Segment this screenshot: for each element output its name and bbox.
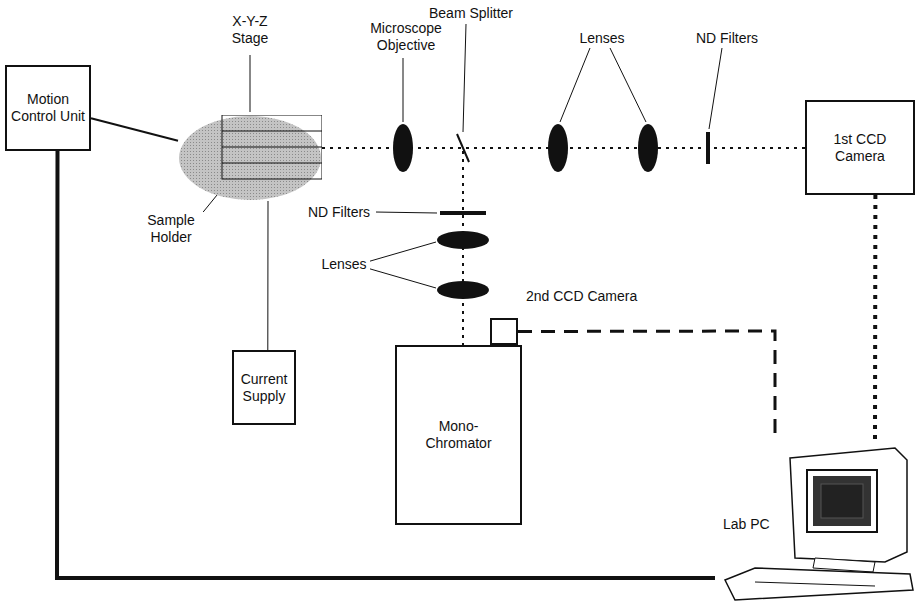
connector: [518, 331, 775, 440]
node-label: Lab PC: [723, 516, 770, 533]
connector: [322, 148, 463, 345]
part-label: ND Filters: [690, 30, 764, 47]
part-label: Microscope Objective: [362, 20, 450, 54]
holder-slot: [222, 147, 322, 148]
leader-line: [709, 48, 722, 129]
stage-ellipse: X-Y-Z Stage: [178, 115, 322, 201]
screen-frame: [807, 470, 877, 532]
part-label: Beam Splitter: [424, 5, 518, 22]
part-label: ND Filters: [302, 204, 376, 221]
leader-line: [610, 48, 646, 122]
keyboard: [725, 568, 913, 600]
part-label: Lenses: [318, 256, 370, 273]
holder-slot: [222, 163, 322, 164]
screen: [813, 476, 871, 526]
control-box: Motion Control Unit: [5, 65, 91, 151]
connector: [873, 195, 877, 440]
sample-holder: [222, 115, 322, 179]
part-label: Sample Holder: [138, 212, 204, 246]
supply-box: Current Supply: [232, 350, 296, 425]
leader-line: [367, 268, 436, 288]
node-label: Motion Control Unit: [11, 91, 85, 125]
computer-icon: Lab PC: [715, 440, 915, 605]
nd-filter: [440, 211, 486, 215]
connector: [267, 201, 268, 350]
leader-line: [463, 24, 466, 132]
node-label: 2nd CCD Camera: [526, 288, 637, 305]
leader-line: [403, 58, 404, 122]
leader-line: [375, 212, 437, 213]
connector: [91, 118, 178, 141]
node-label: 1st CCD Camera: [825, 131, 895, 165]
camera-box: 2nd CCD Camera: [490, 318, 518, 345]
stage-drawing: [178, 115, 322, 201]
node-label: Current Supply: [238, 371, 290, 405]
monitor: [790, 448, 907, 562]
keyboard-keys: [755, 582, 875, 586]
lens: [638, 124, 658, 172]
screen-inner: [821, 484, 863, 518]
monochromator-box: Mono- Chromator: [395, 345, 522, 525]
stage-ellipse-shape: [179, 116, 321, 200]
node-label: X-Y-Z Stage: [215, 13, 285, 47]
part-label: Lenses: [574, 30, 630, 47]
node-label: Mono- Chromator: [419, 418, 499, 452]
camera-box: 1st CCD Camera: [805, 100, 915, 195]
connector: [57, 151, 715, 578]
holder-slot: [222, 131, 322, 132]
leader-line: [367, 242, 436, 262]
leader-line: [250, 55, 251, 112]
leader-line: [560, 48, 590, 122]
